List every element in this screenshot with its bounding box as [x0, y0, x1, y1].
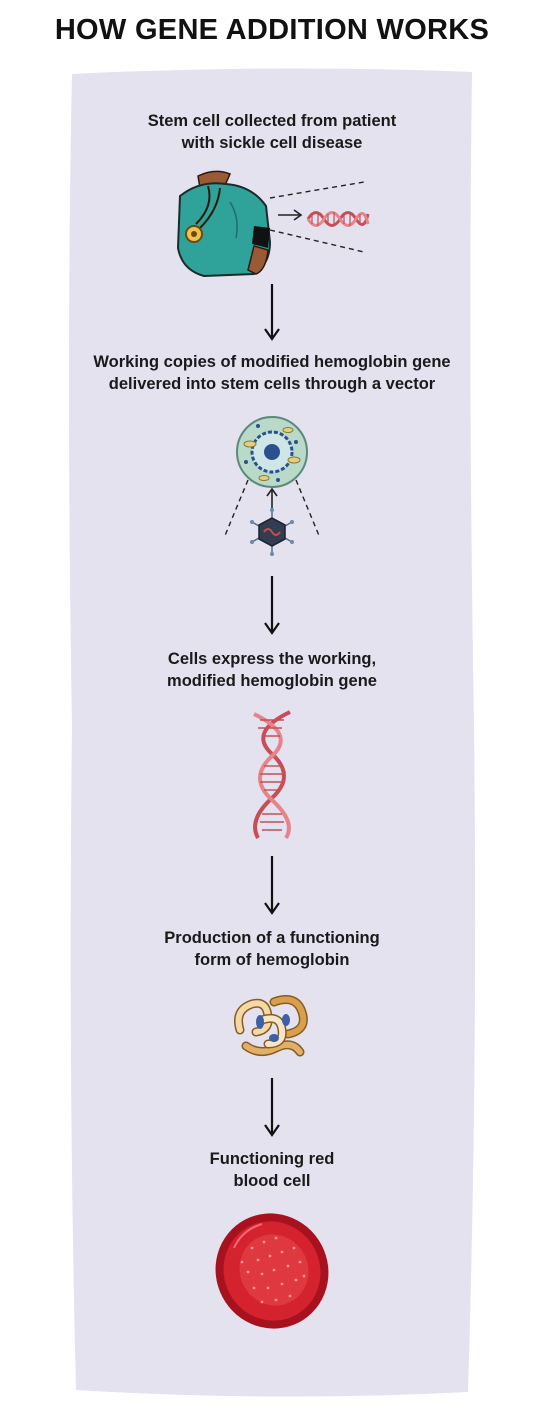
- step-4-label: Production of a functioning form of hemo…: [0, 927, 544, 971]
- viral-vector-icon: [250, 508, 294, 556]
- step-3-label: Cells express the working, modified hemo…: [0, 648, 544, 692]
- step-5-line-2: blood cell: [233, 1172, 311, 1190]
- red-blood-cell-icon: [215, 1213, 329, 1329]
- vector-callout-lines: [223, 479, 321, 539]
- step-2-label: Working copies of modified hemoglobin ge…: [0, 351, 544, 395]
- step-2-line-1: Working copies of modified hemoglobin ge…: [93, 353, 451, 371]
- dna-helix-icon: [253, 710, 291, 840]
- arrow-down-icon: [264, 284, 280, 341]
- step-5-line-1: Functioning red: [209, 1150, 335, 1168]
- arrow-down-icon: [264, 856, 280, 915]
- step-4-line-1: Production of a functioning: [164, 929, 380, 947]
- step-3-line-2: modified hemoglobin gene: [167, 672, 377, 690]
- hemoglobin-protein-icon: [234, 995, 308, 1057]
- background-panel: [69, 68, 476, 1397]
- stem-cell-icon: [236, 416, 308, 488]
- callout-lines: [269, 181, 365, 253]
- step-1-line-1: Stem cell collected from patient: [147, 112, 397, 130]
- dna-helix-icon: [306, 211, 370, 227]
- patient-torso-icon: [176, 170, 272, 278]
- step-4-line-2: form of hemoglobin: [194, 951, 350, 969]
- diagram-title: HOW GENE ADDITION WORKS: [54, 14, 490, 46]
- step-3-line-1: Cells express the working,: [167, 650, 377, 668]
- arrow-down-icon: [264, 1078, 280, 1137]
- step-2-line-2: delivered into stem cells through a vect…: [108, 375, 436, 393]
- step-5-label: Functioning red blood cell: [0, 1148, 544, 1192]
- arrow-down-icon: [264, 576, 280, 635]
- step-1-label: Stem cell collected from patient with si…: [0, 110, 544, 154]
- step-1-line-2: with sickle cell disease: [181, 134, 363, 152]
